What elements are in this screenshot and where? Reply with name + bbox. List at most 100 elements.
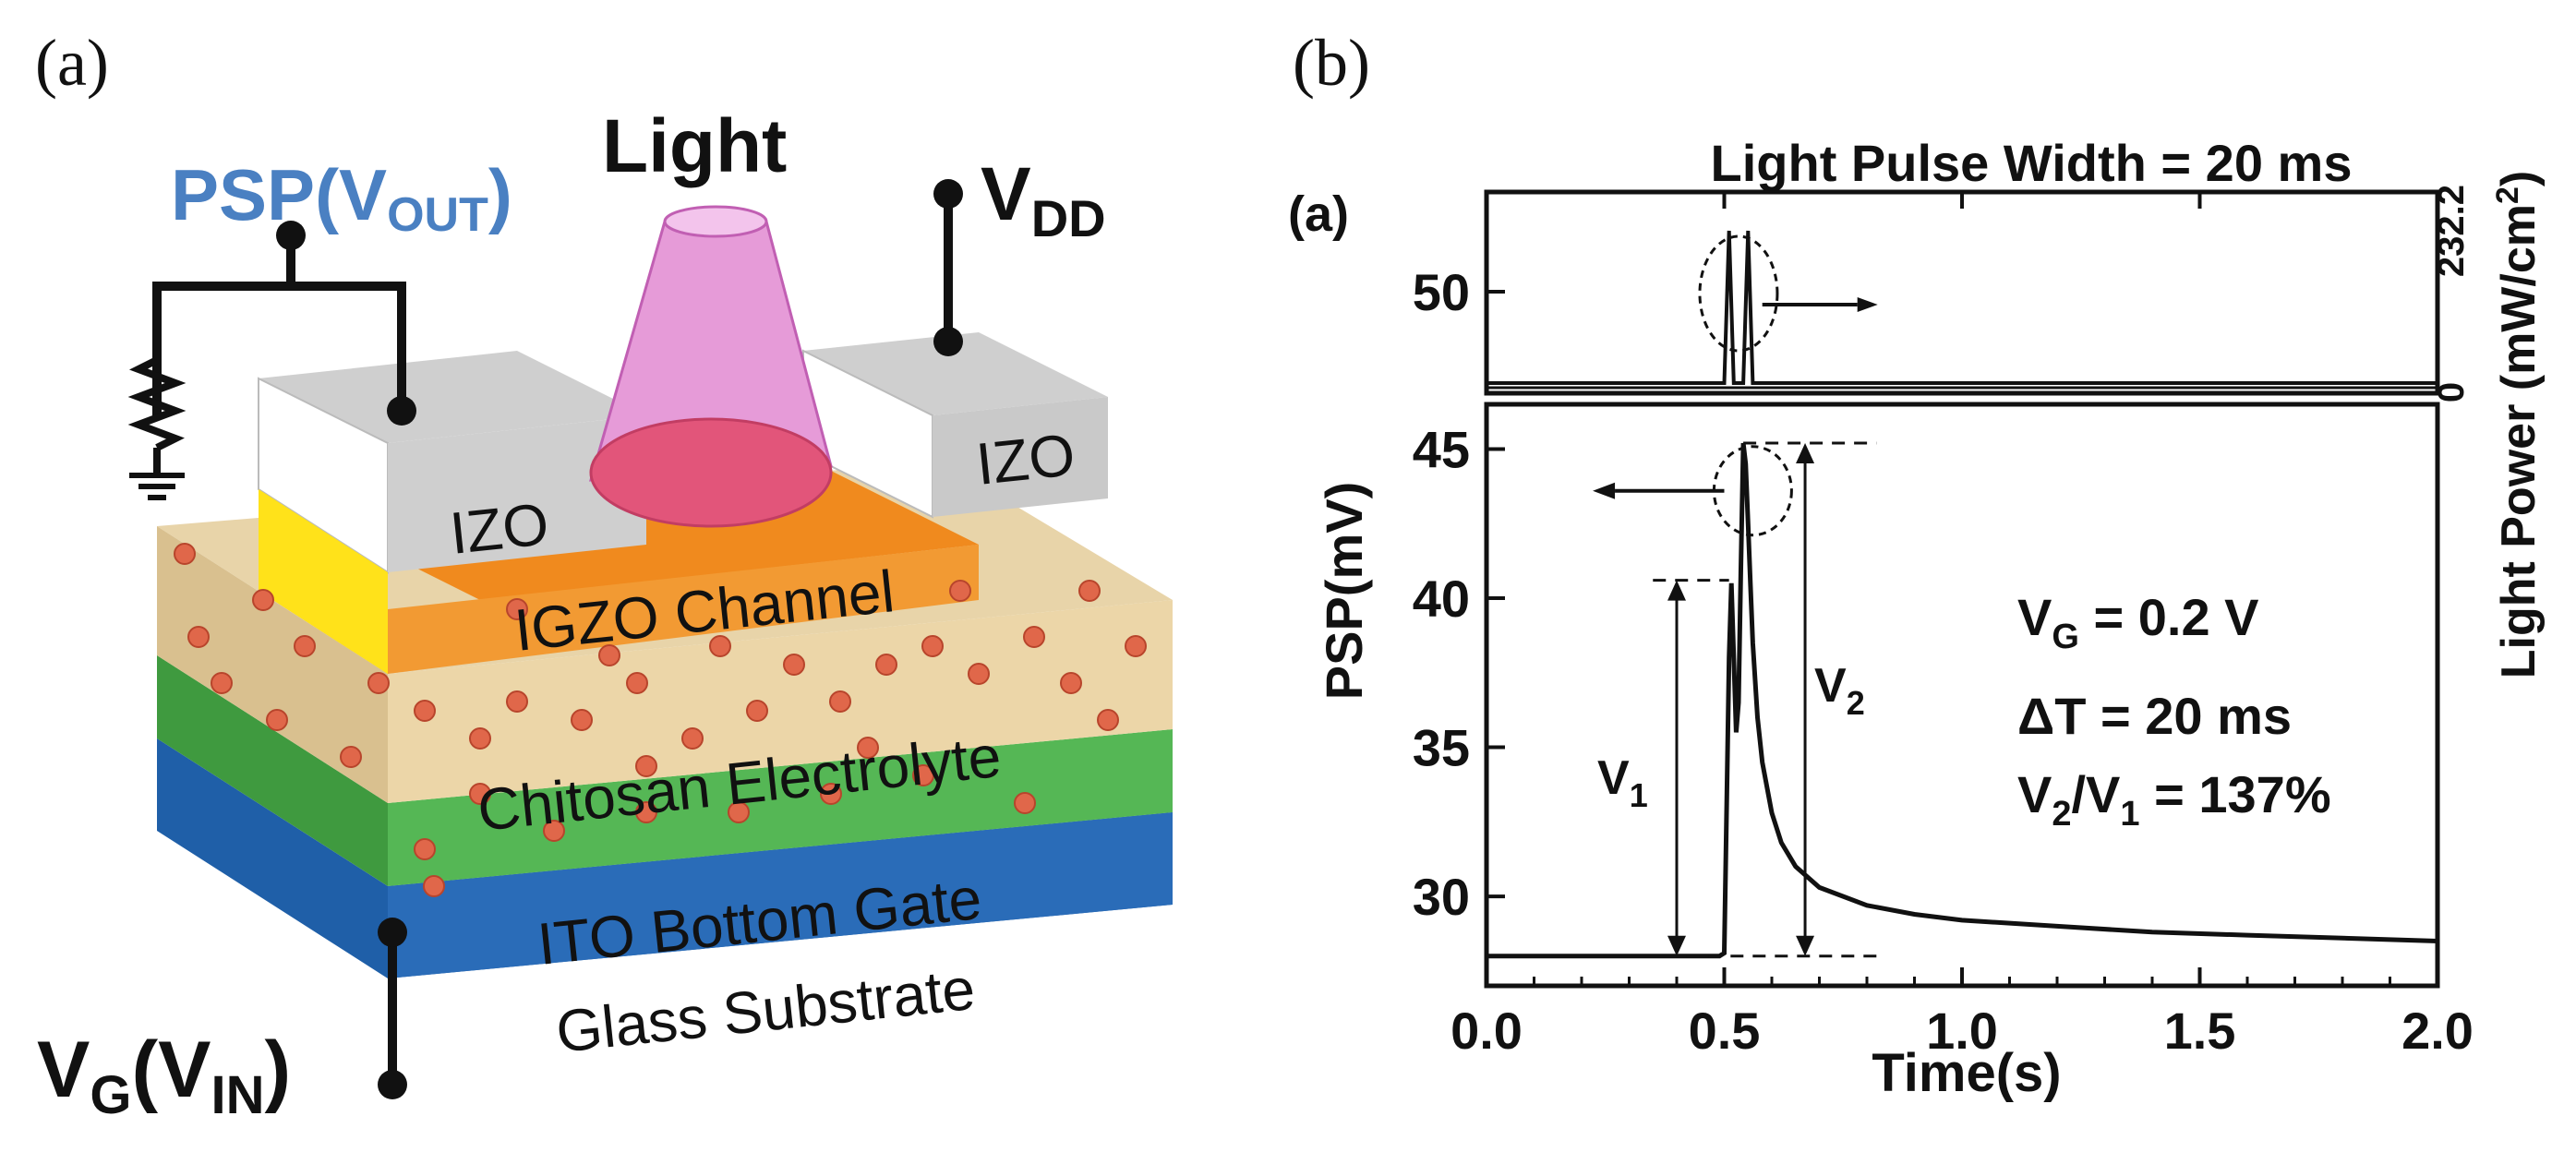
izo-left-label: IZO (447, 490, 552, 567)
ion-dot (294, 635, 316, 657)
inner-panel-label: (a) (1288, 186, 1349, 242)
ion-dot (635, 801, 657, 823)
izo-right-front (933, 397, 1108, 517)
resistor-icon (127, 356, 187, 451)
x-tick-label: 1.5 (2164, 1002, 2236, 1060)
x-tick-label: 1.0 (1926, 1002, 1998, 1060)
ion-dot (211, 672, 233, 694)
ion-dot (912, 764, 934, 786)
x-tick-label: 0.5 (1689, 1002, 1761, 1060)
panel-b-label: (b) (1293, 26, 1370, 100)
ion-dot (681, 727, 704, 750)
ion-dot (949, 580, 971, 602)
x-tick-label: 2.0 (2401, 1002, 2474, 1060)
vg-terminal-dot (378, 1070, 407, 1099)
arrow-left-icon (1593, 482, 1616, 499)
vdd-contact-dot (933, 327, 963, 356)
vdd-terminal-dot (933, 179, 963, 209)
ion-dot (1097, 709, 1119, 731)
light-cone-top (663, 205, 768, 238)
x-axis-label: Time(s) (1872, 1043, 2061, 1103)
glass-substrate-label: Glass Substrate (553, 955, 978, 1065)
ion-dot (1014, 792, 1036, 814)
panel-a-label: (a) (35, 26, 109, 100)
psp-terminal-label: PSP(VOUT) (171, 154, 512, 242)
ratio-annotation: V2/V1 = 137% (2017, 765, 2331, 834)
ion-dot (266, 709, 288, 731)
ion-dot (1060, 672, 1082, 694)
izo-left-top (259, 351, 646, 443)
ion-dot (921, 635, 944, 657)
y-tick-label: 30 (1413, 868, 1470, 926)
y-tick-label: 35 (1413, 719, 1470, 777)
ion-dot (626, 672, 648, 694)
light-label: Light (602, 104, 787, 188)
dt-annotation: ΔT = 20 ms (2017, 687, 2292, 745)
ion-dot (728, 801, 750, 823)
ion-dot (1023, 626, 1045, 648)
ion-dot (875, 654, 897, 676)
arrow-down-icon (1667, 935, 1686, 956)
psp-wire (152, 282, 406, 415)
electrolyte-side (157, 526, 388, 803)
ion-dot (174, 543, 196, 565)
ion-dot (340, 746, 362, 768)
y-tick-label: 40 (1413, 570, 1470, 628)
v2-label: V2 (1814, 659, 1865, 722)
right-tick-label: 232.2 (2431, 185, 2472, 277)
ion-dot (829, 690, 851, 713)
ion-dot (414, 700, 436, 722)
psp-series-line (1487, 442, 2438, 959)
izo-left-contact (387, 396, 416, 426)
ion-dot (469, 727, 491, 750)
ion-dot (635, 755, 657, 777)
izo-right-top (803, 332, 1108, 415)
ion-dot (506, 598, 528, 620)
ion-dot (469, 783, 491, 805)
arrow-down-icon (1796, 935, 1815, 956)
light-spot (589, 417, 833, 528)
ion-dot (423, 875, 445, 897)
ion-dot (506, 690, 528, 713)
electrolyte-front (388, 600, 1173, 803)
vg-terminal-label: VG(VIN) (37, 1026, 291, 1125)
ito-gate-front (388, 729, 1173, 886)
ion-dot (1125, 635, 1147, 657)
ion-dot (746, 700, 768, 722)
right-tick-label: 0 (2431, 382, 2472, 402)
ion-dot (857, 737, 879, 759)
light-pulse-line (1487, 230, 2438, 385)
vg-annotation: VG = 0.2 V (2017, 588, 2259, 656)
ion-dots (174, 543, 1147, 897)
ion-dot (598, 644, 620, 666)
glass-substrate-front-highlight (388, 812, 1173, 978)
v1-label: V1 (1597, 751, 1648, 814)
igzo-channel-front (388, 545, 979, 674)
izo-left-front (388, 415, 646, 572)
panel-a: (a) (35, 26, 1173, 1125)
vdd-terminal-label: VDD (981, 152, 1106, 247)
psp-peak-circle (1712, 445, 1793, 537)
ion-dot (187, 626, 210, 648)
ion-dot (709, 635, 731, 657)
izo-left-yellow (259, 489, 388, 674)
psp-terminal-dot (276, 221, 306, 250)
y-axis-label: PSP(mV) (1315, 482, 1373, 701)
arrow-up-icon (1667, 580, 1686, 601)
vg-contact-dot (378, 918, 407, 947)
series (1487, 230, 2438, 959)
ion-dot (252, 589, 274, 611)
arrow-up-icon (1796, 443, 1815, 463)
ion-dot (783, 654, 805, 676)
ion-dot (820, 783, 842, 805)
x-tick-label: 0.0 (1451, 1002, 1523, 1060)
y-axis-right-label: Light Power (mW/cm2) (2490, 171, 2546, 679)
ion-dot (367, 672, 390, 694)
ion-dot (571, 709, 593, 731)
y-tick-label-top-panel: 50 (1413, 263, 1470, 321)
ion-dot (968, 663, 990, 685)
light-pulse-frame (1484, 189, 2440, 396)
